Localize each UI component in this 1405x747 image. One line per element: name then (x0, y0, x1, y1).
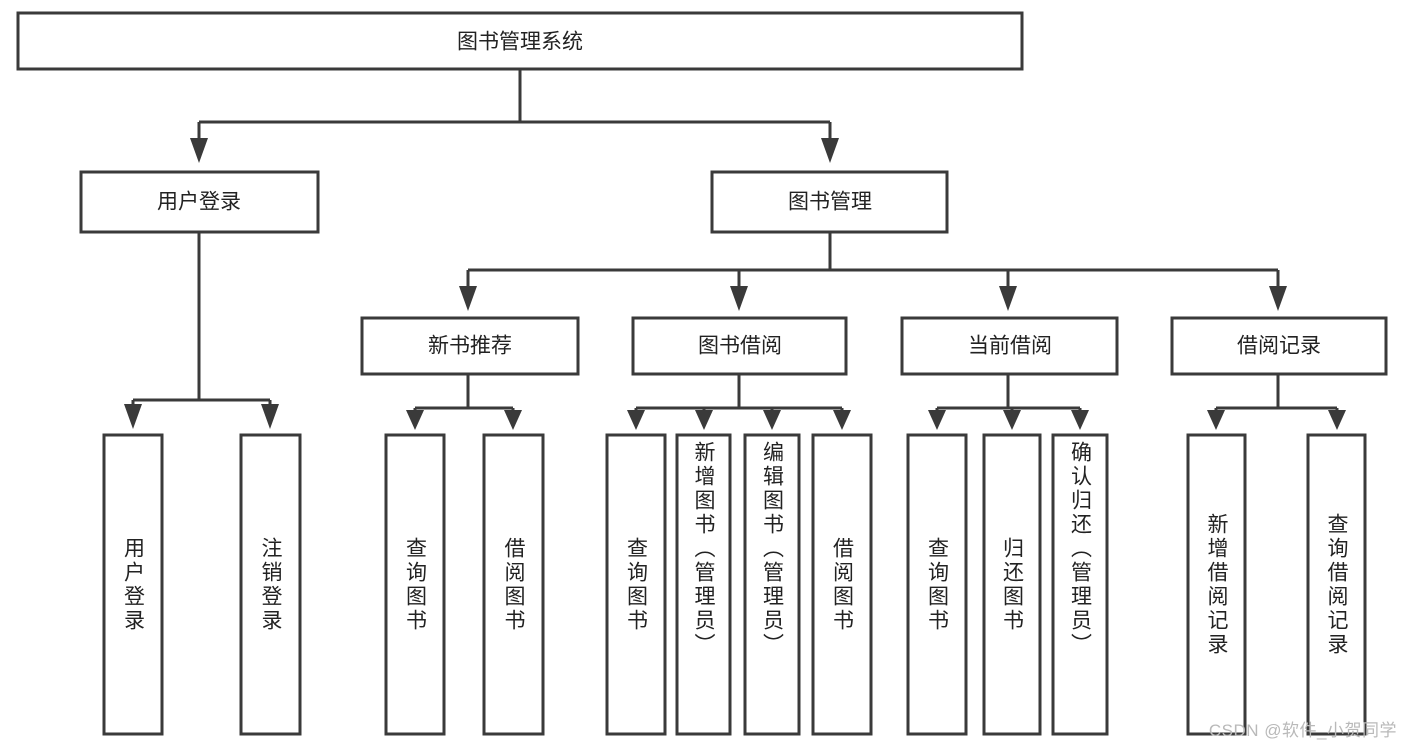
node-user-login-label: 用户登录 (157, 191, 241, 214)
node-book-borrow-box[interactable] (631, 316, 848, 376)
node-leaf-confirm-return-box[interactable] (1051, 433, 1109, 736)
node-root[interactable]: 图书管理系统 (16, 11, 1024, 71)
leaf-label-wrap-return-book: 归还图书 (984, 435, 1040, 734)
node-leaf-add-record-box[interactable] (1186, 433, 1247, 736)
node-leaf-user-login-box[interactable] (102, 433, 164, 736)
node-book-manage-box[interactable] (710, 170, 949, 234)
leaf-label-wrap-query-book-cur: 查询图书 (908, 435, 966, 734)
connector-group-new-book-rec (406, 374, 522, 430)
node-current-borrow-box[interactable] (900, 316, 1119, 376)
leaf-label-wrap-query-record: 查询借阅记录 (1308, 435, 1365, 734)
node-leaf-query-record-box[interactable] (1306, 433, 1367, 736)
arrow-head-leaf-add-record (1207, 410, 1225, 430)
node-leaf-user-login-label: 用户登录 (121, 536, 145, 633)
arrow-head-leaf-edit-book (763, 410, 781, 430)
node-book-borrow-label: 图书借阅 (698, 335, 782, 358)
leaf-label-wrap-borrow-book-rec: 借阅图书 (484, 435, 543, 734)
node-leaf-add-record-label: 新增借阅记录 (1205, 512, 1228, 657)
connector-group-book-borrow (627, 374, 851, 430)
arrow-head-user-login (190, 138, 208, 163)
node-root-box[interactable] (16, 11, 1024, 71)
node-leaf-query-book-rec-label: 查询图书 (403, 536, 427, 633)
node-current-borrow[interactable]: 当前借阅 (900, 316, 1119, 376)
node-leaf-return-book-label: 归还图书 (1000, 536, 1024, 633)
leaf-label-wrap-user-login: 用户登录 (104, 435, 162, 734)
leaf-label-wrap-logout: 注销登录 (241, 435, 300, 734)
arrow-head-leaf-return-book (1003, 410, 1021, 430)
node-leaf-confirm-return-label: 确认归还（管理员） (1068, 441, 1092, 657)
node-leaf-logout-box[interactable] (239, 433, 302, 736)
arrow-head-leaf-confirm-return (1071, 410, 1089, 430)
arrow-head-leaf-borrow-book-rec (504, 410, 522, 430)
arrow-head-borrow-record (1269, 286, 1287, 311)
node-leaf-add-book-label: 新增图书（管理员） (692, 441, 715, 657)
arrow-head-leaf-query-book-cur (928, 410, 946, 430)
node-leaf-query-record-label: 查询借阅记录 (1325, 512, 1348, 657)
connector-group-current-borrow (928, 374, 1089, 430)
node-leaf-query-book-cur-label: 查询图书 (925, 536, 949, 633)
node-borrow-record[interactable]: 借阅记录 (1170, 316, 1388, 376)
node-new-book-rec-label: 新书推荐 (428, 335, 512, 358)
node-leaf-query-book-borrow-box[interactable] (605, 433, 667, 736)
node-new-book-rec-box[interactable] (360, 316, 580, 376)
leaf-label-wrap-edit-book: 编辑图书（管理员） (745, 435, 799, 734)
connector-group-root (190, 69, 839, 163)
node-user-login-box[interactable] (79, 170, 320, 234)
node-book-manage-label: 图书管理 (788, 191, 872, 214)
arrow-head-book-borrow (730, 286, 748, 311)
node-leaf-add-book-box[interactable] (675, 433, 732, 736)
node-leaf-borrow-book-rec-label: 借阅图书 (502, 536, 525, 633)
watermark-text: CSDN @软件_小贺同学 (1208, 721, 1397, 740)
leaf-label-wrap-confirm-return: 确认归还（管理员） (1053, 435, 1107, 734)
leaf-label-wrap-borrow-book: 借阅图书 (813, 435, 871, 734)
node-leaf-return-book-box[interactable] (982, 433, 1042, 736)
node-leaf-query-book-cur-box[interactable] (906, 433, 968, 736)
leaf-label-wrap-query-book-rec: 查询图书 (386, 435, 444, 734)
arrow-head-leaf-add-book (695, 410, 713, 430)
node-leaf-query-book-borrow-label: 查询图书 (624, 536, 648, 633)
arrow-head-leaf-query-record (1328, 410, 1346, 430)
node-book-borrow[interactable]: 图书借阅 (631, 316, 848, 376)
node-new-book-rec[interactable]: 新书推荐 (360, 316, 580, 376)
node-leaf-borrow-book-label: 借阅图书 (830, 536, 854, 633)
arrow-head-book-manage (821, 138, 839, 163)
arrow-head-leaf-query-book-rec (406, 410, 424, 430)
node-borrow-record-box[interactable] (1170, 316, 1388, 376)
arrow-head-current-borrow (999, 286, 1017, 311)
leaf-label-wrap-add-record: 新增借阅记录 (1188, 435, 1245, 734)
node-leaf-borrow-book-rec-box[interactable] (482, 433, 545, 736)
arrow-head-new-book-rec (459, 286, 477, 311)
connector-group-user-login (124, 232, 279, 429)
node-current-borrow-label: 当前借阅 (968, 335, 1052, 358)
node-book-manage[interactable]: 图书管理 (710, 170, 949, 234)
arrow-head-leaf-borrow-book (833, 410, 851, 430)
node-leaf-borrow-book-box[interactable] (811, 433, 873, 736)
leaf-label-wrap-query-book-borrow: 查询图书 (607, 435, 665, 734)
connector-group-borrow-record (1207, 374, 1346, 430)
node-borrow-record-label: 借阅记录 (1237, 335, 1321, 358)
arrow-head-leaf-query-book-borrow (627, 410, 645, 430)
node-leaf-edit-book-label: 编辑图书（管理员） (760, 441, 784, 657)
node-leaf-query-book-rec-box[interactable] (384, 433, 446, 736)
leaf-boxes-group (102, 433, 1367, 736)
node-root-label: 图书管理系统 (457, 31, 583, 54)
connector-group-book-manage (459, 232, 1287, 311)
arrow-head-leaf-logout (261, 404, 279, 429)
leaf-label-wrap-add-book: 新增图书（管理员） (677, 435, 730, 734)
node-leaf-logout-label: 注销登录 (259, 536, 282, 633)
node-user-login[interactable]: 用户登录 (79, 170, 320, 234)
node-leaf-edit-book-box[interactable] (743, 433, 801, 736)
arrow-head-leaf-user-login (124, 404, 142, 429)
